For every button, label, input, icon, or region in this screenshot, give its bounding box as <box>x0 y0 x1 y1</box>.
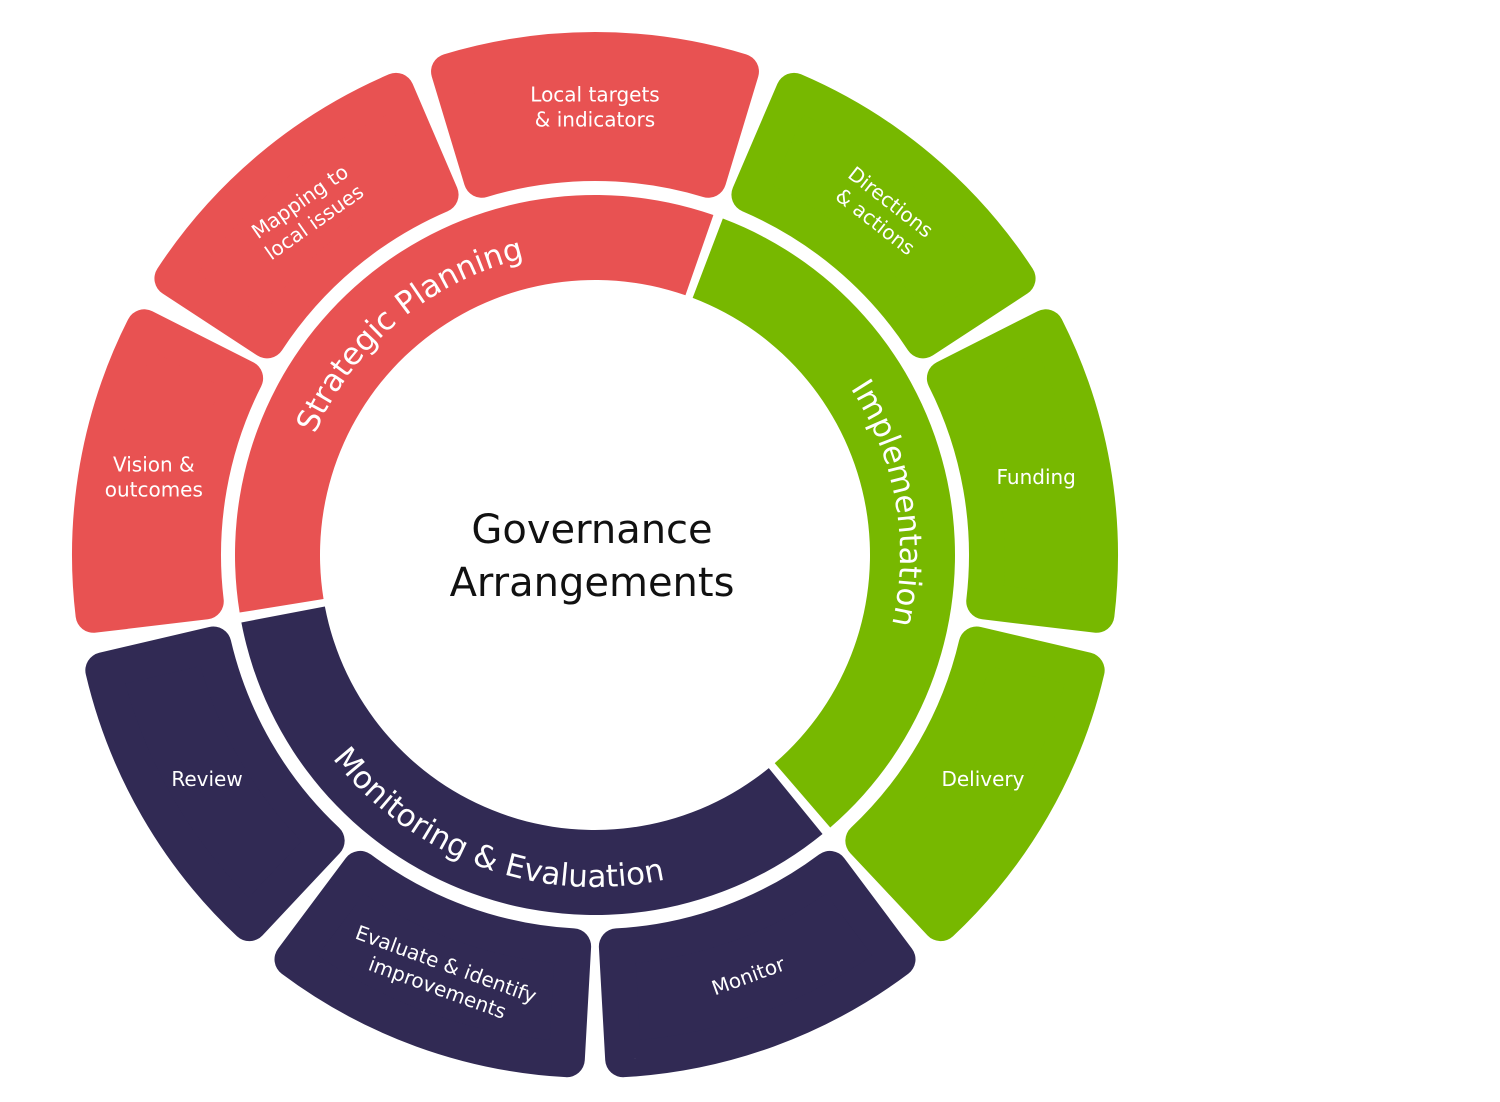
outer-segment-label: Review <box>171 767 242 791</box>
outer-segment <box>731 72 1036 359</box>
implementation-ring-segment <box>692 218 956 828</box>
outer-segment <box>431 32 759 198</box>
outer-segment <box>154 72 459 359</box>
outer-segment-label: Funding <box>996 465 1075 489</box>
outer-segment-label: Local targets& indicators <box>530 83 659 132</box>
strategic-ring-segment <box>235 195 714 613</box>
outer-segment <box>274 850 592 1078</box>
outer-segment <box>598 850 916 1078</box>
center-circle <box>322 282 868 828</box>
outer-segment-label: Vision &outcomes <box>105 453 203 502</box>
center-title-line1: Governance <box>471 507 712 553</box>
outer-segment <box>72 309 264 633</box>
outer-segment <box>845 626 1105 942</box>
monitoring-ring-segment <box>241 606 823 915</box>
center-title-line2: Arrangements <box>450 560 735 606</box>
outer-segment <box>85 626 345 942</box>
outer-segment <box>926 309 1118 633</box>
outer-segment-label: Delivery <box>941 767 1024 791</box>
